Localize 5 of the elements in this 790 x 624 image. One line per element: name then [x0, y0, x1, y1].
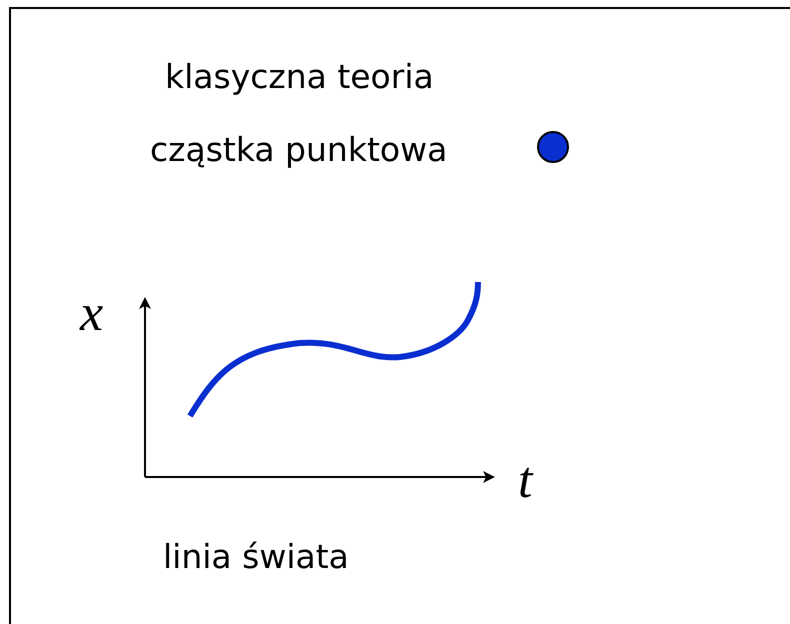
caption-label: linia świata [163, 540, 349, 573]
axis-label: t [518, 455, 532, 507]
axis-label: x [80, 288, 104, 340]
label: cząstka punktowa [150, 133, 448, 166]
title: klasyczna teoria [165, 60, 434, 93]
